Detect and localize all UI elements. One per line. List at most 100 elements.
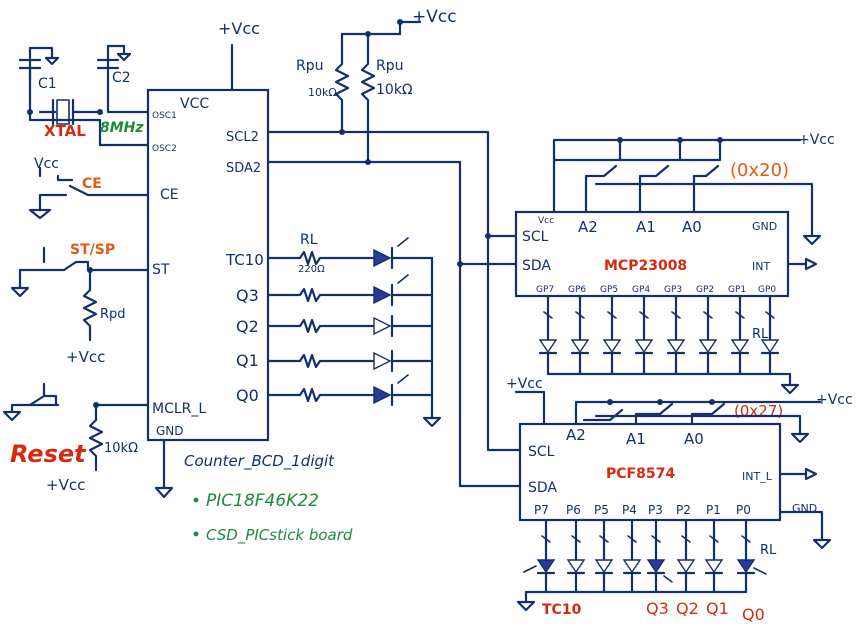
pcf-sda-pin: SDA bbox=[528, 480, 557, 496]
vcc-pcf-left-label: +Vcc bbox=[506, 376, 543, 392]
pic-q2-pin: Q2 bbox=[236, 317, 259, 336]
led-q1 bbox=[373, 351, 392, 371]
vcc-reset-label: +Vcc bbox=[46, 476, 85, 494]
pcf-a2-pin: A2 bbox=[566, 426, 586, 444]
vcc-pullups-label: +Vcc bbox=[412, 7, 457, 27]
rpu-b-val: 10kΩ bbox=[376, 82, 413, 98]
pcf8574-expander: SCL SDA INT_L GND PCF8574 A2 A1 A0 P7 P6… bbox=[506, 376, 853, 558]
pcf-out-tc10: TC10 bbox=[542, 602, 582, 618]
pcf-p7-pin: P7 bbox=[534, 503, 549, 517]
mcp-gp2-pin: GP2 bbox=[696, 285, 714, 295]
pic-tc10-pin: TC10 bbox=[225, 251, 264, 269]
pcf-out-q1: Q1 bbox=[706, 599, 729, 618]
pcf-chip-body bbox=[518, 422, 782, 522]
pic-gnd-pin: GND bbox=[156, 424, 184, 438]
vcc-mcp-label: +Vcc bbox=[798, 132, 835, 148]
ce-switch-label: CE bbox=[82, 176, 102, 192]
mcp-vcc-pin: Vcc bbox=[538, 216, 554, 226]
mcp23008-expander: Vcc SCL SDA GND INT MCP23008 A2 A1 A0 GP… bbox=[514, 132, 835, 342]
st-pushbutton[interactable]: ST/SP Rpd +Vcc bbox=[10, 242, 150, 366]
led-q3 bbox=[373, 285, 392, 305]
mcp-chip-body bbox=[514, 210, 790, 298]
pic-q1-pin: Q1 bbox=[236, 351, 259, 370]
pcf-p0-pin: P0 bbox=[736, 503, 751, 517]
rpu-b-name: Rpu bbox=[376, 58, 404, 74]
board-notes: PIC18F46K22 CSD_PICstick board bbox=[193, 491, 353, 545]
vcc-ce-label: Vcc bbox=[34, 156, 59, 172]
pullup-resistors: +Vcc Rpu 10kΩ Rpu 10kΩ bbox=[296, 7, 457, 164]
mcp-name: MCP23008 bbox=[604, 258, 687, 274]
led-q0 bbox=[373, 385, 392, 405]
mcp-gp7-pin: GP7 bbox=[536, 285, 554, 295]
mcp-gp3-pin: GP3 bbox=[664, 285, 682, 295]
pic-title: Counter_BCD_1digit bbox=[184, 452, 335, 471]
pic-scl2-pin: SCL2 bbox=[226, 130, 259, 145]
pcf-a1-pin: A1 bbox=[626, 430, 646, 448]
i2c-bus bbox=[266, 129, 522, 488]
mcp-rl-label: RL bbox=[752, 327, 769, 342]
pcf-a0-pin: A0 bbox=[684, 430, 704, 448]
rpu-a-name: Rpu bbox=[296, 58, 324, 74]
mcp-a0-pin: A0 bbox=[682, 218, 702, 236]
pcf-port-leds: TC10 Q3 Q2 Q1 Q0 bbox=[516, 518, 767, 624]
pcf-p1-pin: P1 bbox=[706, 503, 721, 517]
pic-microcontroller: VCC OSC1 OSC2 CE ST MCLR_L GND SCL2 SDA2… bbox=[146, 88, 335, 471]
mcp-a1-pin: A1 bbox=[636, 218, 656, 236]
mcp-gpio-leds bbox=[538, 294, 800, 395]
pic-gnd-symbol bbox=[154, 486, 174, 499]
pic-osc2-pin: OSC2 bbox=[152, 144, 177, 154]
pcf-out-q3: Q3 bbox=[646, 599, 669, 618]
pcf-rl-label: RL bbox=[760, 543, 777, 558]
led-tc10 bbox=[373, 248, 392, 268]
pcf-p4-pin: P4 bbox=[622, 503, 637, 517]
vcc-st-label: +Vcc bbox=[66, 348, 105, 366]
oscillator-circuit: C1 C2 XTAL 8MHz bbox=[18, 44, 150, 147]
st-switch-label: ST/SP bbox=[70, 242, 115, 258]
pcf-out-q2: Q2 bbox=[676, 599, 699, 618]
vcc-pcf-right-label: +Vcc bbox=[816, 392, 853, 408]
pcf-out-q0: Q0 bbox=[742, 605, 765, 624]
mcp-gp5-pin: GP5 bbox=[600, 285, 618, 295]
pic-q0-pin: Q0 bbox=[236, 386, 259, 405]
pcf-p5-pin: P5 bbox=[594, 503, 609, 517]
c2-label: C2 bbox=[112, 70, 131, 86]
mcp-gp6-pin: GP6 bbox=[568, 285, 586, 295]
mcp-gp1-pin: GP1 bbox=[728, 285, 746, 295]
mcp-a2-pin: A2 bbox=[578, 218, 598, 236]
mcp-sda-pin: SDA bbox=[522, 258, 551, 274]
reset-res-label: 10kΩ bbox=[104, 441, 138, 456]
pcf-p3-pin: P3 bbox=[648, 503, 663, 517]
pic-ce-pin: CE bbox=[160, 187, 179, 203]
pic-osc1-pin: OSC1 bbox=[152, 111, 177, 121]
pcf-name: PCF8574 bbox=[606, 466, 675, 482]
pic-power: +Vcc bbox=[154, 19, 260, 499]
mcp-int-pin: INT bbox=[752, 260, 770, 273]
note-chip: PIC18F46K22 bbox=[206, 491, 319, 511]
pic-st-pin: ST bbox=[152, 262, 170, 278]
pic-mclr-pin: MCLR_L bbox=[152, 401, 206, 417]
vcc-top-label: +Vcc bbox=[218, 19, 260, 38]
rl-name-label: RL bbox=[300, 232, 318, 248]
reset-label: Reset bbox=[10, 440, 87, 468]
mcp-gp0-pin: GP0 bbox=[758, 285, 776, 295]
pcf-p6-pin: P6 bbox=[566, 503, 581, 517]
rpu-a-val: 10kΩ bbox=[308, 86, 337, 99]
led-q2 bbox=[373, 316, 392, 336]
reset-circuit[interactable]: Reset 10kΩ +Vcc bbox=[2, 382, 150, 494]
ce-switch[interactable]: Vcc CE bbox=[28, 156, 150, 220]
pic-vcc-pin: VCC bbox=[180, 96, 209, 112]
pcf-int-pin: INT_L bbox=[742, 470, 773, 483]
c1-label: C1 bbox=[38, 76, 57, 92]
mcp-gp4-pin: GP4 bbox=[632, 285, 650, 295]
rl-val-label: 220Ω bbox=[298, 264, 325, 275]
mcp-gnd-pin: GND bbox=[752, 220, 777, 233]
pcf-address: (0x27) bbox=[734, 402, 783, 420]
pic-q3-pin: Q3 bbox=[236, 286, 259, 305]
pcf-scl-pin: SCL bbox=[528, 444, 555, 460]
rpd-label: Rpd bbox=[100, 307, 126, 322]
pic-sda2-pin: SDA2 bbox=[226, 161, 261, 176]
pic-output-leds: RL 220Ω bbox=[266, 232, 442, 428]
pic-chip-body bbox=[146, 88, 270, 442]
xtal-freq-label: 8MHz bbox=[100, 120, 144, 136]
